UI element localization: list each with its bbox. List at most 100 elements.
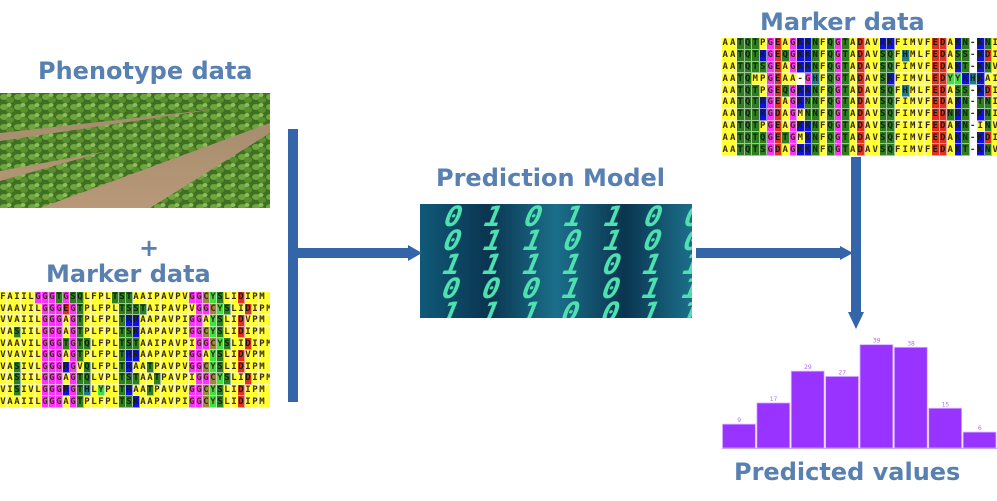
residue-cell: A (168, 373, 175, 385)
histogram-bar (893, 346, 928, 449)
residue-cell: E (932, 108, 940, 121)
residue-cell: T (119, 326, 126, 339)
residue-cell: G (49, 384, 56, 397)
histogram-bar-label: 9 (737, 417, 741, 424)
residue-cell: P (175, 315, 182, 327)
residue-cell: G (196, 396, 203, 408)
residue-cell: T (737, 49, 745, 62)
residue-cell: - (969, 61, 977, 74)
residue-cell: V (0, 349, 7, 362)
residue-cell: S (217, 292, 224, 304)
residue-cell: A (722, 61, 730, 74)
histogram-bar-label: 15 (942, 401, 950, 408)
residue-cell: P (252, 315, 259, 327)
residue-cell: N (947, 108, 955, 121)
residue-cell: L (91, 338, 98, 350)
residue-cell: Q (887, 85, 895, 97)
residue-cell: I (252, 303, 259, 316)
residue-cell: I (238, 373, 245, 385)
residue-cell: A (63, 315, 70, 327)
residue-cell: G (196, 384, 203, 397)
residue-cell: K (797, 96, 805, 109)
residue-cell: Q (887, 61, 895, 74)
residue-cell: A (140, 373, 147, 385)
residue-cell: D (939, 61, 947, 74)
residue-cell: S (879, 85, 887, 97)
residue-cell: I (189, 373, 196, 385)
residue-cell: A (168, 303, 175, 316)
residue-cell: R (126, 349, 133, 362)
residue-cell: D (774, 108, 782, 121)
residue-cell: E (774, 61, 782, 74)
residue-cell: E (932, 38, 940, 50)
residue-cell: S (879, 108, 887, 121)
residue-cell: G (196, 292, 203, 304)
residue-cell: G (789, 96, 797, 109)
residue-cell: P (252, 326, 259, 339)
residue-cell: G (42, 384, 49, 397)
residue-cell: E (774, 38, 782, 50)
residue-cell: P (105, 361, 112, 374)
residue-cell: G (42, 361, 49, 374)
residue-cell: A (147, 349, 154, 362)
residue-cell: S (962, 49, 970, 62)
residue-cell: S (759, 61, 767, 74)
residue-cell: V (168, 396, 175, 408)
histogram-bar-label: 6 (978, 425, 982, 432)
residue-cell: I (231, 361, 238, 374)
residue-cell: V (28, 361, 35, 374)
residue-cell: I (7, 384, 14, 397)
residue-cell: D (238, 384, 245, 397)
residue-cell: N (812, 108, 820, 121)
residue-cell: - (969, 132, 977, 145)
residue-cell: I (28, 396, 35, 408)
residue-cell: Y (947, 73, 955, 86)
residue-cell: P (182, 303, 189, 316)
residue-cell: A (168, 338, 175, 350)
residue-cell: Q (77, 292, 84, 304)
residue-cell: V (245, 315, 252, 327)
residue-cell: Y (210, 326, 217, 339)
residue-cell: G (49, 373, 56, 385)
residue-cell: A (147, 338, 154, 350)
residue-cell: - (969, 38, 977, 50)
residue-cell: V (0, 338, 7, 350)
residue-cell: G (834, 144, 842, 156)
residue-cell: A (729, 61, 737, 74)
residue-cell: T (752, 38, 760, 50)
residue-cell: A (133, 292, 140, 304)
residue-cell: T (737, 61, 745, 74)
residue-cell: I (14, 292, 21, 304)
residue-cell: R (759, 108, 767, 121)
residue-cell: M (909, 120, 917, 133)
residue-cell: G (49, 315, 56, 327)
residue-cell: Q (744, 144, 752, 156)
residue-cell: G (834, 120, 842, 133)
residue-cell: I (252, 338, 259, 350)
residue-cell: A (722, 144, 730, 156)
residue-cell: I (21, 326, 28, 339)
arrow-to-model (298, 245, 422, 261)
residue-cell: A (947, 132, 955, 145)
residue-cell: V (872, 144, 880, 156)
residue-cell: G (42, 303, 49, 316)
residue-cell: L (924, 73, 932, 86)
residue-cell: M (259, 396, 266, 408)
residue-cell: A (722, 85, 730, 97)
residue-cell: A (864, 132, 872, 145)
residue-cell: M (909, 73, 917, 86)
residue-cell: L (105, 292, 112, 304)
residue-cell: P (105, 349, 112, 362)
residue-cell: D (245, 373, 252, 385)
residue-cell: P (84, 349, 91, 362)
residue-cell: T (126, 292, 133, 304)
residue-cell: C (203, 396, 210, 408)
residue-cell: M (909, 96, 917, 109)
residue-cell: A (729, 49, 737, 62)
residue-cell: N (962, 96, 970, 109)
residue-cell: M (266, 373, 270, 385)
residue-cell: A (63, 373, 70, 385)
residue-cell: A (782, 120, 790, 133)
residue-cell: I (21, 361, 28, 374)
residue-cell: A (203, 315, 210, 327)
